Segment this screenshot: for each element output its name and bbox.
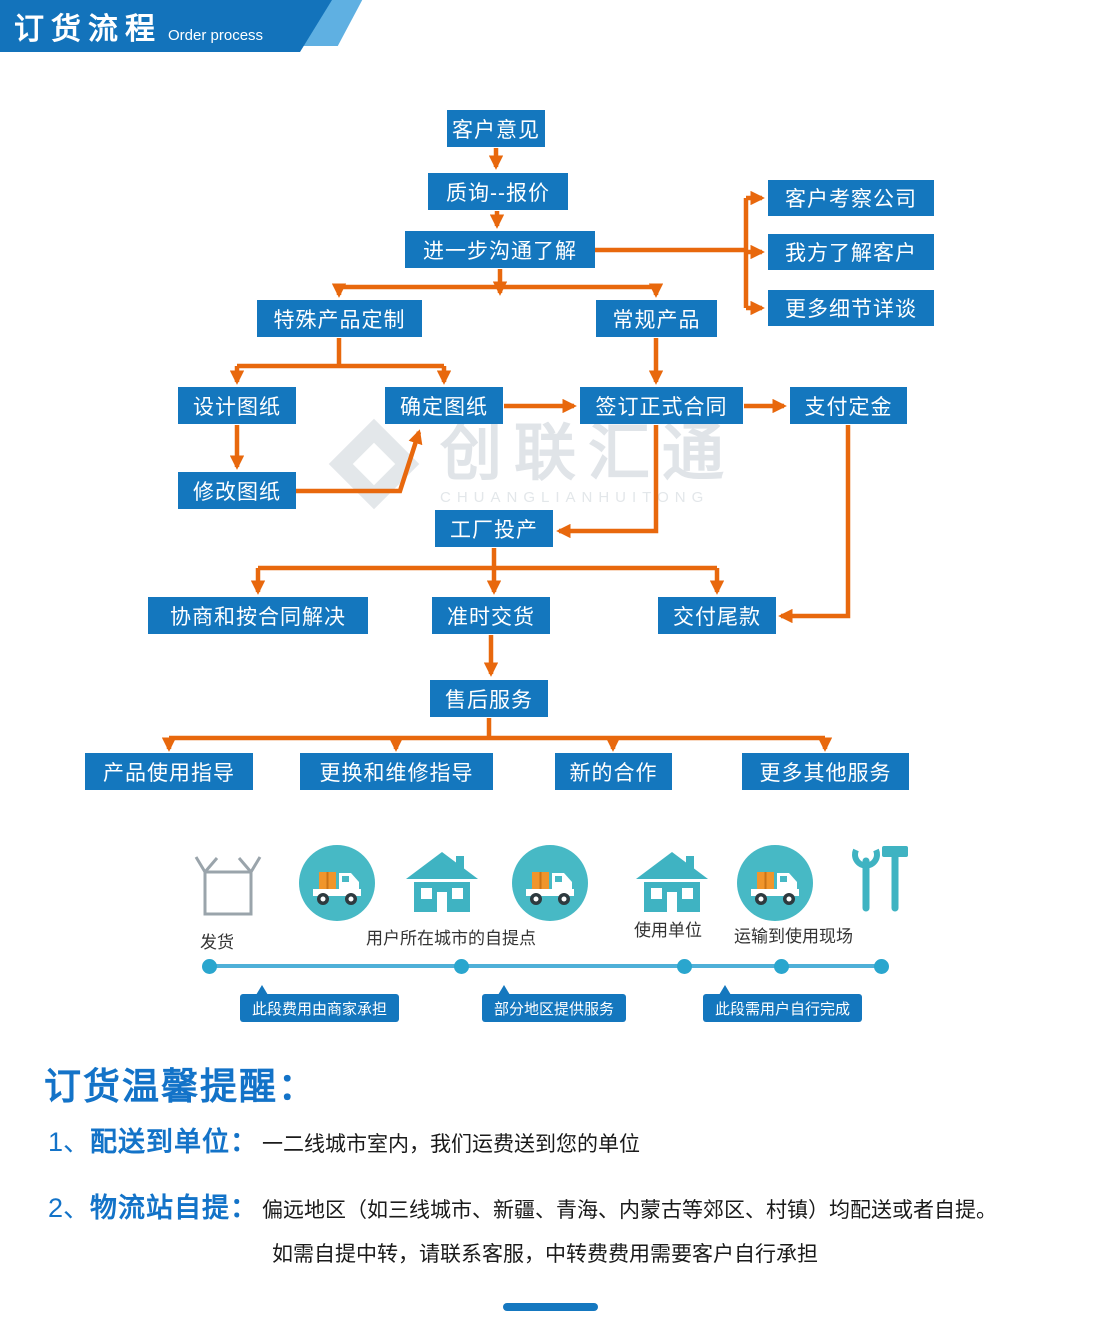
timeline-caption: 此段需用户自行完成 — [703, 985, 863, 1022]
flow-node-negotiate-per-contract: 协商和按合同解决 — [148, 597, 368, 634]
flow-node-further-communication: 进一步沟通了解 — [405, 231, 595, 268]
notice-item-text: 一二线城市室内，我们运费送到您的单位 — [262, 1133, 641, 1156]
timeline-dot — [874, 959, 889, 974]
notice-item-text: 偏远地区（如三线城市、新疆、青海、内蒙古等郊区、村镇）均配送或者自提。 — [262, 1199, 998, 1222]
flow-arrows — [161, 148, 851, 752]
flow-node-after-sales-service: 售后服务 — [430, 680, 548, 717]
flow-node-pay-balance: 交付尾款 — [658, 597, 776, 634]
flow-node-inquiry-quote: 质询--报价 — [428, 173, 568, 210]
flow-node-customer-opinion: 客户意见 — [447, 110, 545, 147]
page-subtitle: Order process — [168, 26, 264, 44]
watermark: 创联汇通 CHUANGLIANHUITONG — [328, 418, 736, 510]
flow-node-more-detail-talks: 更多细节详谈 — [768, 290, 934, 326]
flow-node-on-time-delivery: 准时交货 — [432, 597, 550, 634]
house-icon — [636, 852, 708, 912]
timeline-stop-label: 运输到使用现场 — [734, 927, 853, 946]
flow-node-factory-production: 工厂投产 — [435, 510, 553, 547]
flow-node-special-product-custom: 特殊产品定制 — [257, 300, 422, 337]
notice-item-text-continued: 如需自提中转，请联系客服，中转费费用需要客户自行承担 — [272, 1243, 818, 1266]
notice-item-delivery: 1、 配送到单位： 一二线城市室内，我们运费送到您的单位 — [48, 1120, 640, 1159]
flow-node-confirm-drawing: 确定图纸 — [385, 387, 503, 424]
flow-node-more-other-services: 更多其他服务 — [742, 753, 909, 790]
flow-node-modify-drawing: 修改图纸 — [178, 472, 296, 509]
flow-node-product-usage-guide: 产品使用指导 — [85, 753, 253, 790]
truck-icon — [512, 845, 588, 921]
timeline-stop-label: 用户所在城市的自提点 — [366, 929, 536, 948]
timeline-dot — [202, 959, 217, 974]
page-header: 订货流程 Order process — [0, 0, 332, 52]
flow-node-replace-repair-guide: 更换和维修指导 — [300, 753, 493, 790]
timeline-stop-label: 使用单位 — [634, 921, 702, 940]
flow-node-we-understand-customer: 我方了解客户 — [768, 234, 934, 270]
flow-node-design-drawing: 设计图纸 — [178, 387, 296, 424]
flow-node-regular-product: 常规产品 — [596, 300, 717, 337]
notice-item-self-pickup: 2、 物流站自提： 偏远地区（如三线城市、新疆、青海、内蒙古等郊区、村镇）均配送… — [48, 1186, 997, 1225]
house-icon — [406, 852, 478, 912]
flow-node-customer-visit-company: 客户考察公司 — [768, 180, 934, 216]
timeline-dot — [454, 959, 469, 974]
flow-node-sign-formal-contract: 签订正式合同 — [580, 387, 743, 424]
timeline-stop-label: 发货 — [200, 933, 234, 952]
tools-icon — [852, 846, 908, 912]
timeline-dot — [677, 959, 692, 974]
watermark-latin: CHUANGLIANHUITONG — [440, 488, 710, 506]
watermark-name: 创联汇通 — [440, 418, 737, 488]
shipping-box-icon — [194, 856, 262, 916]
truck-icon — [737, 845, 813, 921]
notice-item-term: 配送到单位： — [90, 1127, 259, 1157]
notice-title: 订货温馨提醒： — [44, 1066, 317, 1107]
timeline-dot — [774, 959, 789, 974]
truck-icon — [299, 845, 375, 921]
timeline-line — [209, 964, 885, 968]
flow-node-new-cooperation: 新的合作 — [555, 753, 672, 790]
page-title: 订货流程 — [14, 13, 162, 46]
notice-item-number: 2、 — [48, 1193, 91, 1223]
timeline-caption: 部分地区提供服务 — [482, 985, 627, 1022]
notice-item-number: 1、 — [48, 1127, 91, 1157]
timeline-caption: 此段费用由商家承担 — [240, 985, 400, 1022]
bottom-accent-bar — [503, 1303, 598, 1311]
flow-node-pay-deposit: 支付定金 — [790, 387, 907, 424]
notice-item-term: 物流站自提： — [90, 1193, 259, 1223]
